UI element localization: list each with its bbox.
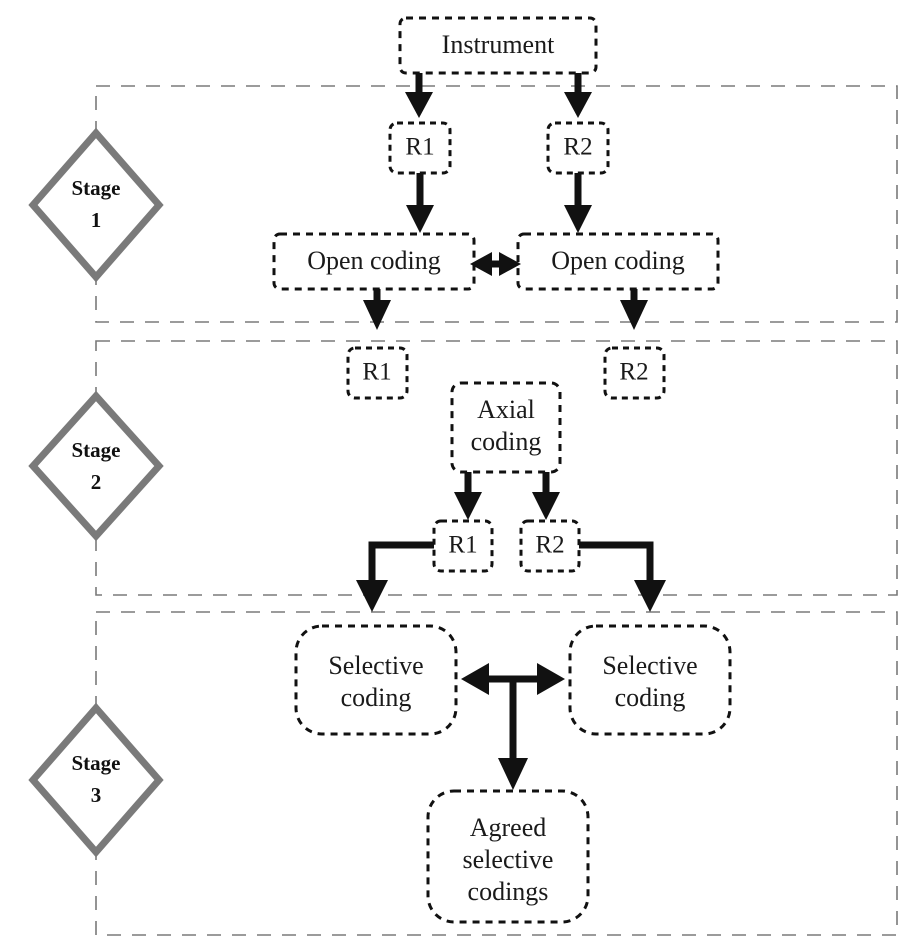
node-selective-coding-left: Selective coding <box>294 624 458 736</box>
node-stage2-r1-top: R1 <box>346 346 409 400</box>
node-agreed-selective-codings: Agreed selective codings <box>426 789 590 924</box>
connector-r1-to-selective-left <box>356 541 434 612</box>
connector-r2-to-open-coding-right <box>564 173 592 233</box>
connector-r1-to-open-coding-left <box>406 173 434 233</box>
stage-2-label-line2: 2 <box>91 470 102 494</box>
r2-to-open-right-arrowhead <box>564 205 592 233</box>
selective-coding-right-box <box>568 624 732 736</box>
stage-1-frame <box>95 85 898 323</box>
stage-3-diamond-shape <box>28 702 164 858</box>
connector-axial-to-r2 <box>532 472 560 520</box>
stage-2-badge: Stage 2 <box>28 390 164 542</box>
selective-compare-arrowhead-right <box>537 663 565 695</box>
stage-1-label-line1: Stage <box>72 176 121 200</box>
stage-1-badge: Stage 1 <box>28 127 164 283</box>
open-left-to-r1-arrowhead <box>363 300 391 330</box>
selective-coding-left-box <box>294 624 458 736</box>
instrument-to-r2-arrowhead <box>564 92 592 118</box>
agreed-label-line1: Agreed <box>470 813 547 842</box>
instrument-label: Instrument <box>442 30 555 59</box>
axial-to-r2-arrowhead <box>532 492 560 520</box>
stage2-r2-bottom-label: R2 <box>535 532 564 559</box>
selective-coding-left-label-line1: Selective <box>328 651 423 680</box>
selective-coding-right-label-line1: Selective <box>602 651 697 680</box>
stage2-r2-top-label: R2 <box>619 359 648 386</box>
agreed-label-line2: selective <box>463 845 554 874</box>
open-right-to-r2-arrowhead <box>620 300 648 330</box>
connector-instrument-to-r2 <box>564 73 592 118</box>
connector-instrument-to-r1 <box>405 73 433 118</box>
stage2-r2-top-box <box>603 346 666 400</box>
axial-coding-label-line2: coding <box>471 427 542 456</box>
stage-3-label-line1: Stage <box>72 751 121 775</box>
connector-open-left-to-r1 <box>363 289 391 330</box>
stage-2-label-line1: Stage <box>72 438 121 462</box>
connector-open-coding-compare <box>470 252 521 276</box>
node-stage2-r2-top: R2 <box>603 346 666 400</box>
selective-to-agreed-arrowhead <box>498 758 528 790</box>
stage-1-diamond-shape <box>28 127 164 283</box>
open-compare-arrowhead-left <box>470 252 492 276</box>
node-open-coding-left: Open coding <box>272 232 476 291</box>
open-coding-right-box <box>516 232 720 291</box>
stage-2-diamond-shape <box>28 390 164 542</box>
node-stage1-r1: R1 <box>388 121 452 175</box>
selective-coding-left-label-line2: coding <box>341 683 412 712</box>
r2-to-selective-right-path <box>579 541 654 582</box>
r1-to-selective-left-path <box>368 541 434 582</box>
open-coding-left-label: Open coding <box>307 246 441 275</box>
node-instrument: Instrument <box>398 16 598 75</box>
r1-to-selective-left-arrowhead <box>356 580 388 612</box>
agreed-selective-codings-box <box>426 789 590 924</box>
stage2-r1-top-box <box>346 346 409 400</box>
instrument-to-r1-arrowhead <box>405 92 433 118</box>
open-compare-arrowhead-right <box>499 252 521 276</box>
selective-coding-right-label-line2: coding <box>615 683 686 712</box>
node-open-coding-right: Open coding <box>516 232 720 291</box>
stage2-r2-bottom-box <box>519 519 581 573</box>
instrument-box <box>398 16 598 75</box>
connector-selective-to-agreed <box>498 679 528 790</box>
stage-3-label-line2: 3 <box>91 783 102 807</box>
stage-1-label-line2: 1 <box>91 208 102 232</box>
stage2-r1-bottom-box <box>432 519 494 573</box>
axial-coding-box <box>450 381 562 474</box>
axial-coding-label-line1: Axial <box>477 395 535 424</box>
node-stage2-r2-bottom: R2 <box>519 519 581 573</box>
stage1-r1-label: R1 <box>405 134 434 161</box>
node-selective-coding-right: Selective coding <box>568 624 732 736</box>
stage1-r2-label: R2 <box>563 134 592 161</box>
connector-axial-to-r1 <box>454 472 482 520</box>
node-axial-coding: Axial coding <box>450 381 562 474</box>
axial-to-r1-arrowhead <box>454 492 482 520</box>
connector-r2-to-selective-right <box>579 541 666 612</box>
r1-to-open-left-arrowhead <box>406 205 434 233</box>
stage2-r1-top-label: R1 <box>362 359 391 386</box>
agreed-label-line3: codings <box>468 877 549 906</box>
stage-3-badge: Stage 3 <box>28 702 164 858</box>
selective-compare-arrowhead-left <box>461 663 489 695</box>
r2-to-selective-right-arrowhead <box>634 580 666 612</box>
stage2-r1-bottom-label: R1 <box>448 532 477 559</box>
open-coding-right-label: Open coding <box>551 246 685 275</box>
node-stage1-r2: R2 <box>546 121 610 175</box>
node-stage2-r1-bottom: R1 <box>432 519 494 573</box>
connector-open-right-to-r2 <box>620 289 648 330</box>
